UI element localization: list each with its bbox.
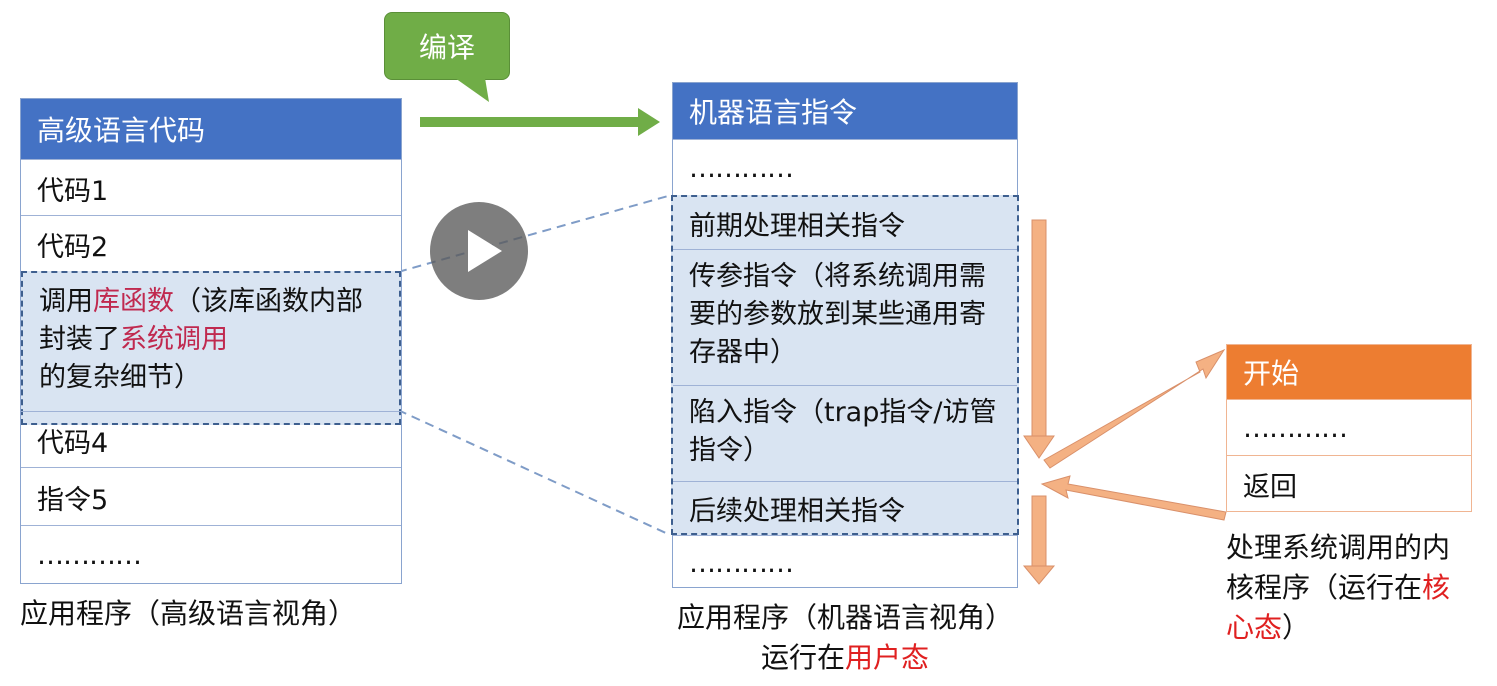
middle-table-caption: 应用程序（机器语言视角） 运行在用户态 <box>640 598 1050 678</box>
instruction-row-5: 指令5 <box>21 467 401 526</box>
flow-arrow-down-2-shaft <box>1031 495 1047 567</box>
machine-instruction-table: 机器语言指令 ………… 前期处理相关指令 传参指令（将系统调用需要的参数放到某些… <box>671 82 1019 590</box>
code-row-4: 代码4 <box>21 411 401 468</box>
left-ellipsis-row: ………… <box>21 525 401 584</box>
flow-arrow-down-2-head <box>1022 565 1056 585</box>
syscall-instruction-group <box>671 195 1019 535</box>
compile-bubble-label: 编译 <box>418 31 475 64</box>
zoom-line-bottom <box>397 409 669 535</box>
middle-caption-line-1: 应用程序（机器语言视角） <box>676 601 1013 634</box>
param-passing-row: 传参指令（将系统调用需要的参数放到某些通用寄存器中） <box>673 249 1017 394</box>
machine-ellipsis-top: ………… <box>673 139 1017 196</box>
kernel-program-table: 开始 ………… 返回 <box>1226 344 1472 512</box>
library-call-row: 调用库函数（该库函数内部封装了系统调用的复杂细节） <box>21 271 401 425</box>
library-call-text: 调用库函数（该库函数内部封装了系统调用的复杂细节） <box>39 286 363 393</box>
flow-arrow-down-1-shaft <box>1031 219 1047 437</box>
kernel-table-caption: 处理系统调用的内核程序（运行在核心态） <box>1226 531 1451 644</box>
middle-caption-line-2: 运行在用户态 <box>760 641 930 674</box>
pre-process-row: 前期处理相关指令 <box>689 210 905 242</box>
code-row-2: 代码2 <box>21 215 401 272</box>
trap-to-kernel-arrow <box>1043 348 1226 469</box>
flow-arrow-down-1-head <box>1023 435 1055 459</box>
code-row-1: 代码1 <box>21 159 401 216</box>
high-level-code-table: 高级语言代码 代码1 代码2 调用库函数（该库函数内部封装了系统调用的复杂细节）… <box>20 98 402 584</box>
compile-bubble-tail <box>455 78 489 102</box>
kernel-return-arrow <box>1040 475 1227 521</box>
machine-instruction-header: 机器语言指令 <box>673 83 1017 139</box>
video-play-button[interactable] <box>430 202 528 300</box>
trap-instruction-row: 陷入指令（trap指令/访管指令） <box>673 385 1017 490</box>
kernel-ellipsis-row: ………… <box>1227 399 1471 456</box>
kernel-start-header: 开始 <box>1227 345 1471 399</box>
machine-ellipsis-bottom: ………… <box>673 535 1017 590</box>
kernel-return-row: 返回 <box>1227 455 1471 512</box>
compile-bubble <box>384 12 510 80</box>
compile-arrow-head <box>638 108 660 136</box>
play-icon <box>468 230 502 272</box>
post-process-row: 后续处理相关指令 <box>673 481 1017 534</box>
left-table-caption: 应用程序（高级语言视角） <box>20 597 357 630</box>
high-level-code-header: 高级语言代码 <box>21 99 401 159</box>
